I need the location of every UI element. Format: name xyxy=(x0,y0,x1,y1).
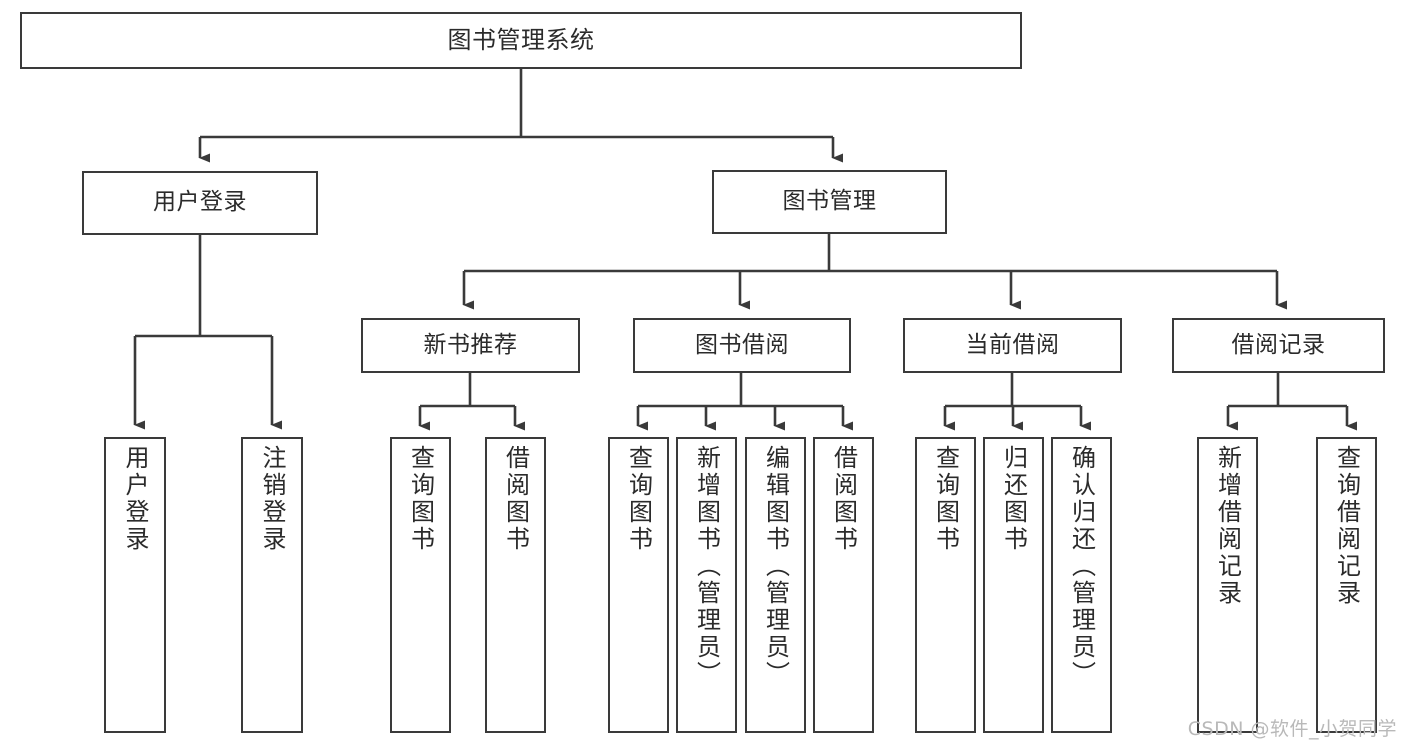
node-label: 用户登录 xyxy=(121,445,149,553)
node-user-login[interactable]: 用户登录 xyxy=(82,171,318,235)
node-label: 查询图书 xyxy=(931,445,960,553)
node-label: 查询图书 xyxy=(624,445,653,553)
node-leaf-query-book-3[interactable]: 查询图书 xyxy=(915,437,976,733)
node-leaf-return-book[interactable]: 归还图书 xyxy=(983,437,1044,733)
node-label: 借阅图书 xyxy=(829,445,858,553)
node-new-book-recommend[interactable]: 新书推荐 xyxy=(361,318,580,373)
node-label: 新书推荐 xyxy=(423,331,518,358)
node-label: 图书管理 xyxy=(782,188,877,215)
watermark-text: CSDN @软件_小贺同学 xyxy=(1187,718,1397,740)
node-book-borrow[interactable]: 图书借阅 xyxy=(633,318,851,373)
node-label: 新增图书（管理员） xyxy=(692,445,721,688)
node-label: 借阅记录 xyxy=(1231,331,1326,358)
node-leaf-add-record[interactable]: 新增借阅记录 xyxy=(1197,437,1258,733)
node-leaf-edit-book[interactable]: 编辑图书（管理员） xyxy=(745,437,806,733)
node-label: 归还图书 xyxy=(999,445,1028,553)
node-label: 当前借阅 xyxy=(965,331,1060,358)
node-leaf-query-record[interactable]: 查询借阅记录 xyxy=(1316,437,1377,733)
node-leaf-borrow-book-2[interactable]: 借阅图书 xyxy=(813,437,874,733)
node-label: 新增借阅记录 xyxy=(1213,445,1242,607)
node-leaf-user-login[interactable]: 用户登录 xyxy=(104,437,166,733)
node-borrow-record[interactable]: 借阅记录 xyxy=(1172,318,1385,373)
node-leaf-query-book-1[interactable]: 查询图书 xyxy=(390,437,451,733)
node-label: 图书借阅 xyxy=(695,331,789,358)
node-leaf-logout-login[interactable]: 注销登录 xyxy=(241,437,303,733)
node-current-borrow[interactable]: 当前借阅 xyxy=(903,318,1122,373)
node-root-system[interactable]: 图书管理系统 xyxy=(20,12,1022,69)
node-label: 查询图书 xyxy=(406,445,435,553)
node-leaf-borrow-book-1[interactable]: 借阅图书 xyxy=(485,437,546,733)
node-label: 图书管理系统 xyxy=(447,26,595,55)
node-label: 用户登录 xyxy=(153,189,247,216)
node-label: 确认归还（管理员） xyxy=(1067,445,1096,688)
node-leaf-confirm-return[interactable]: 确认归还（管理员） xyxy=(1051,437,1112,733)
node-book-manage[interactable]: 图书管理 xyxy=(712,170,947,234)
node-leaf-query-book-2[interactable]: 查询图书 xyxy=(608,437,669,733)
node-label: 借阅图书 xyxy=(501,445,530,553)
node-label: 注销登录 xyxy=(258,445,286,553)
node-label: 查询借阅记录 xyxy=(1332,445,1361,607)
node-leaf-add-book[interactable]: 新增图书（管理员） xyxy=(676,437,737,733)
node-label: 编辑图书（管理员） xyxy=(761,445,790,688)
